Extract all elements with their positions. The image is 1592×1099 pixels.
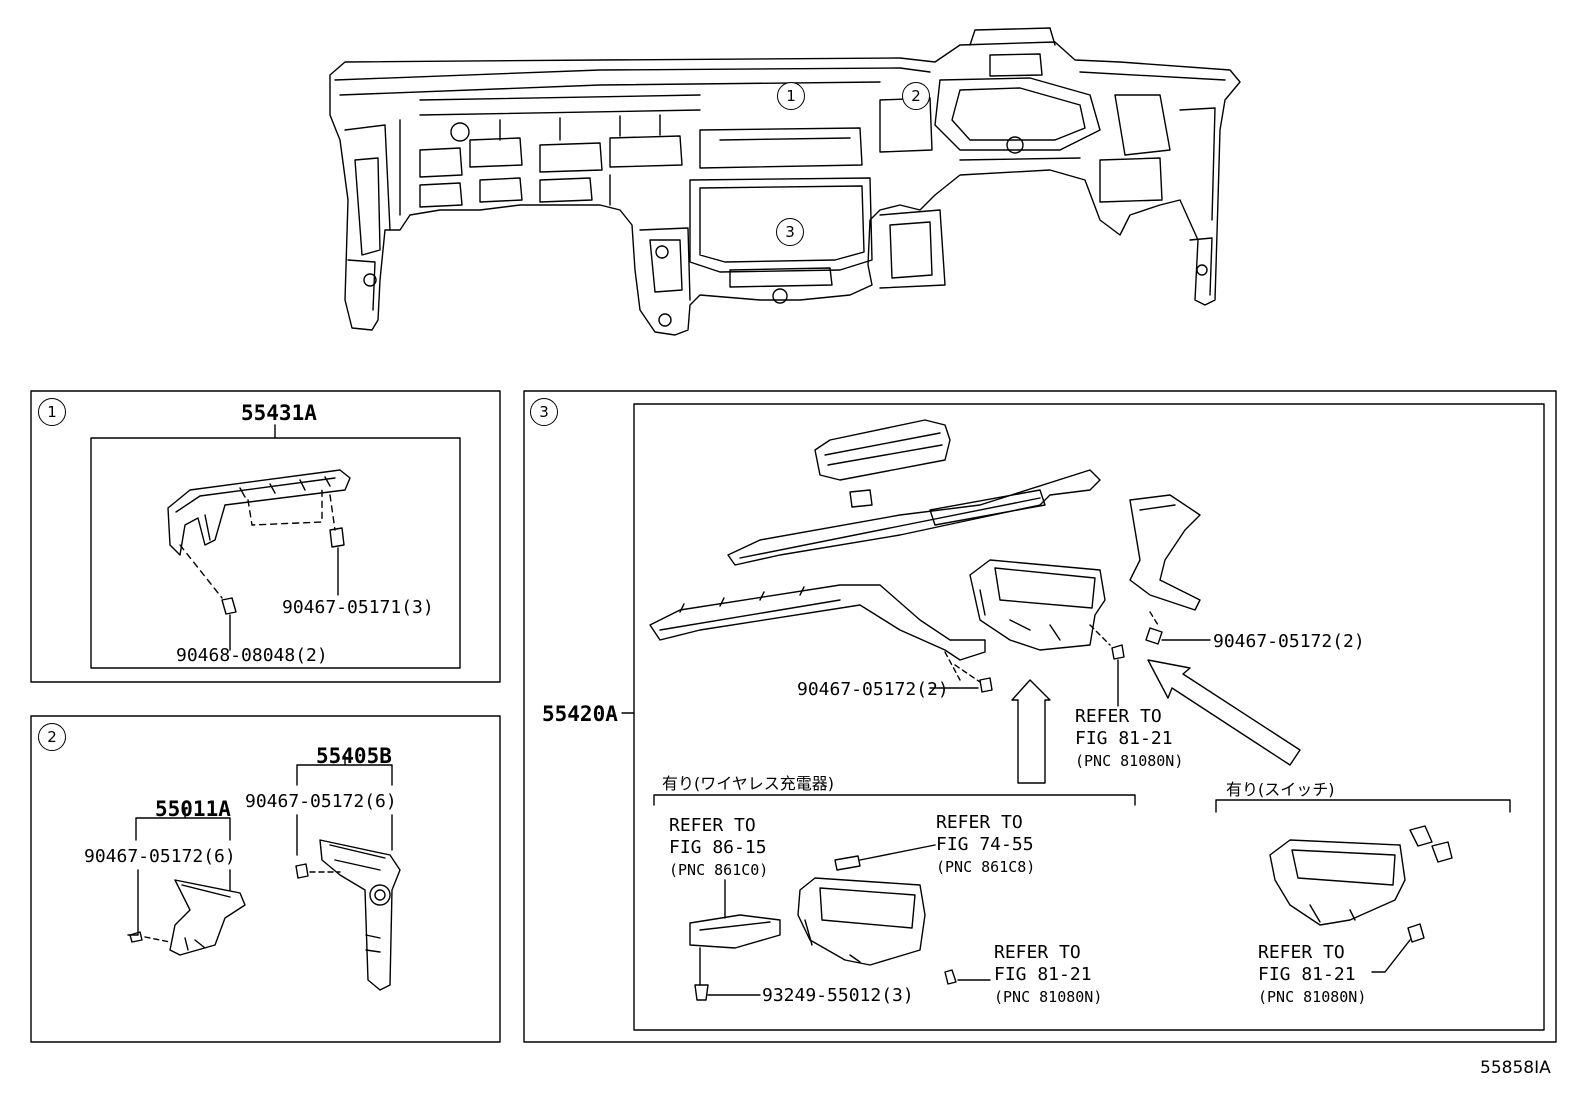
panel-3-border [523,390,1557,1043]
panel-3-ref-center: REFER TO FIG 81-21 (PNC 81080N) [1075,706,1184,770]
wireless-part-bolt: 93249-55012(3) [762,985,914,1006]
panel-3-drawing [621,419,1511,1001]
panel-2-drawing [127,755,401,991]
panel-3-assembly-number: 55420A [542,702,618,726]
panel-1-part-clip-b: 90468-08048(2) [176,645,328,666]
callout-3-panel: 3 [530,398,558,426]
callout-1-panel: 1 [38,398,66,426]
panel-2-assembly-right: 55405B [316,744,392,768]
panel-1-part-clip-a: 90467-05171(3) [282,597,434,618]
panel-1-assembly-number: 55431A [241,401,317,425]
panel-2-part-left: 90467-05172(6) [84,846,236,867]
group-switch-label: 有り(スイッチ) [1226,780,1335,799]
panel-1-drawing [167,424,351,651]
wireless-ref-b: REFER TO FIG 74-55 (PNC 861C8) [936,812,1036,876]
panel-2-border [30,715,501,1043]
panel-2-assembly-left: 55011A [155,797,231,821]
panel-3-part-lower-left: 90467-05172(2) [797,679,949,700]
panel-3-part-upper-right: 90467-05172(2) [1213,631,1365,652]
panel-2-part-right: 90467-05172(6) [245,791,397,812]
figure-code: 55858IA [1480,1058,1551,1078]
wireless-ref-a: REFER TO FIG 86-15 (PNC 861C0) [669,815,769,879]
callout-3-top: 3 [776,218,804,246]
panel-1-inner-box [90,437,461,669]
callout-2-panel: 2 [38,723,66,751]
switch-ref: REFER TO FIG 81-21 (PNC 81080N) [1258,942,1367,1006]
group-wireless-label: 有り(ワイヤレス充電器) [662,774,835,793]
callout-1-top: 1 [777,82,805,110]
panel-1-border [30,390,501,683]
wireless-ref-c: REFER TO FIG 81-21 (PNC 81080N) [994,942,1103,1006]
callout-2-top: 2 [902,82,930,110]
panel-3-inner-box [633,403,1545,1031]
dashboard-reinforcement-drawing [329,27,1241,336]
